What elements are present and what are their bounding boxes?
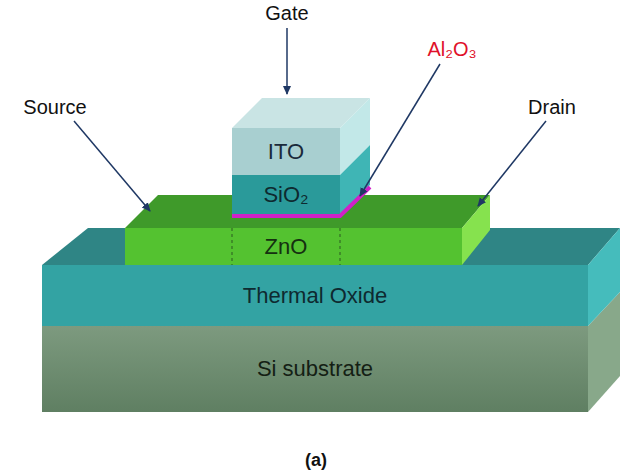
substrate-front xyxy=(42,326,588,412)
oxide-front xyxy=(42,265,588,326)
drain-label: Drain xyxy=(528,96,576,119)
zno-side xyxy=(462,195,490,265)
thermal-oxide-layer: Thermal Oxide xyxy=(42,265,588,326)
layer-name: ZnO xyxy=(265,234,308,260)
ito-layer: ITO xyxy=(232,128,340,175)
layer-name: Thermal Oxide xyxy=(243,283,387,309)
sio2-layer: SiO₂ xyxy=(232,175,340,215)
ito-front xyxy=(232,128,340,175)
source-label: Source xyxy=(23,96,86,119)
al2o3-label: Al₂O₃ xyxy=(427,38,476,61)
gate-label: Gate xyxy=(265,2,308,25)
leader-arrow xyxy=(360,64,440,196)
oxide-top xyxy=(42,228,620,265)
substrate-layer: Si substrate xyxy=(42,326,588,412)
leader-arrow xyxy=(74,121,150,211)
zno-front xyxy=(125,228,462,265)
sio2-front xyxy=(232,175,340,215)
channel-edge xyxy=(232,228,233,265)
figure-caption: (a) xyxy=(305,450,327,471)
zno-layer-box: ZnO xyxy=(232,228,340,265)
gate-stack xyxy=(232,98,370,216)
channel-edge xyxy=(340,228,341,265)
leader-arrow xyxy=(286,28,288,94)
oxide-side xyxy=(588,228,620,326)
oxide-block xyxy=(42,228,620,326)
layer-name: Si substrate xyxy=(257,356,373,382)
layer-name: ITO xyxy=(268,139,304,165)
sio2-side xyxy=(340,145,370,215)
layer-name: SiO₂ xyxy=(263,182,308,208)
leader-arrow xyxy=(478,121,546,206)
